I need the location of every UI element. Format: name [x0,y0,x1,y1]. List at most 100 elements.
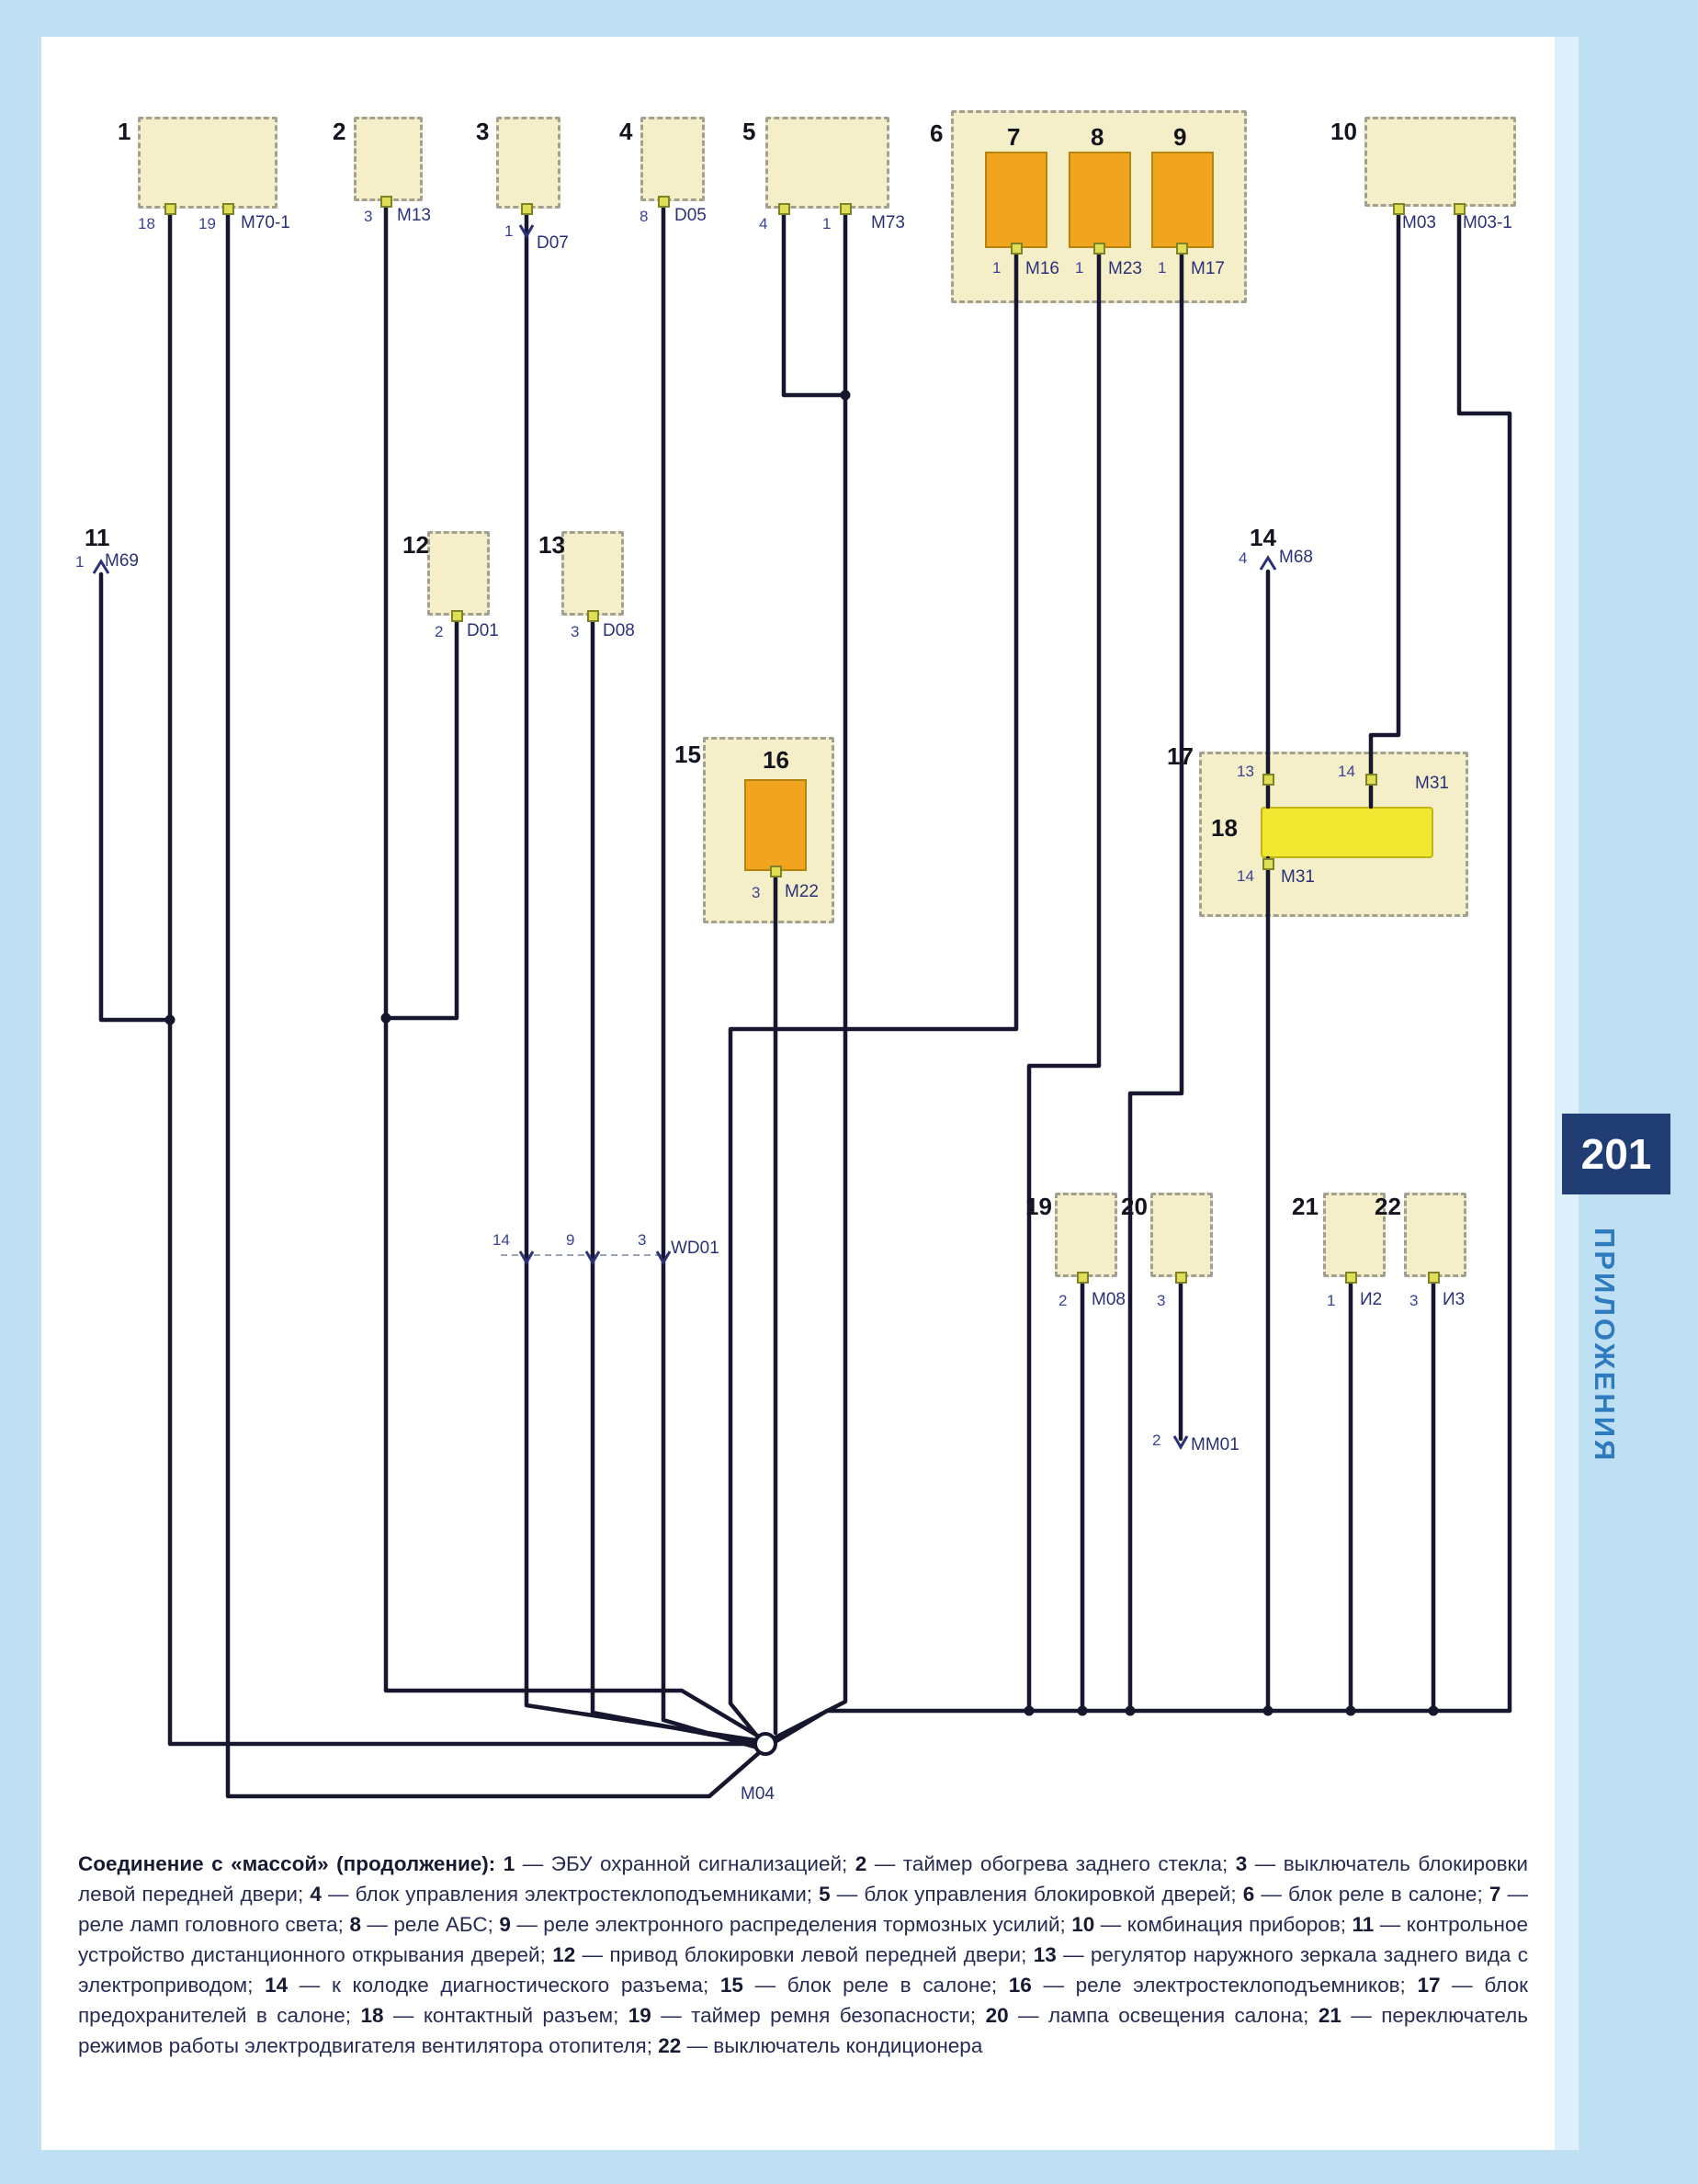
wire-label-10-0: M03 [1402,213,1436,232]
pin-square-4-0 [657,195,670,208]
component-number-5: 5 [742,118,756,145]
caption-item-number: 7 [1489,1883,1501,1907]
wire [781,211,848,398]
caption-item-number: 20 [985,2004,1009,2028]
wire [1127,251,1184,1714]
wire [774,211,1512,1744]
caption-item-number: 9 [499,1913,511,1937]
pin-number-22-0: 3 [1409,1292,1419,1309]
component-box-12 [427,531,490,616]
wire-label-4-0: D05 [674,206,707,225]
component-number-4: 4 [619,118,633,145]
connector-pin-number-WD01-1: 9 [566,1231,575,1249]
component-number-16: 16 [763,746,789,774]
caption-item-number: 2 [855,1852,867,1875]
caption-item-number: 12 [552,1943,576,1967]
wire-label-7-0: M16 [1025,259,1059,278]
junction-dot [1125,1705,1136,1716]
caption-item-number: 11 [1352,1913,1375,1937]
wire-label-3-0: D07 [537,233,569,253]
component-number-15: 15 [674,741,701,768]
component-number-21: 21 [1292,1193,1319,1220]
caption-item-number: 8 [349,1913,361,1937]
pin-square-8-0 [1092,242,1105,255]
wire-label-13-0: D08 [603,621,635,640]
caption-item-number: 1 [503,1852,515,1875]
caption-item-number: 14 [265,1974,289,1997]
wire [225,211,764,1799]
wire-label-8-0: M23 [1108,259,1142,278]
caption-title: Соединение с «массой» (продолжение): [78,1852,496,1875]
wire [1368,211,1401,780]
connector-pin-number-WD01-2: 3 [638,1231,647,1249]
component-number-2: 2 [333,118,346,145]
caption-item-number: 13 [1033,1943,1057,1967]
caption-item-number: 21 [1318,2004,1341,2028]
ground-label: M04 [741,1784,775,1804]
wire-label-21-0: И2 [1360,1290,1383,1309]
component-number-10: 10 [1330,118,1357,145]
wire-label-9-0: M17 [1191,259,1225,278]
wire-label-12-0: D01 [467,621,499,640]
junction-dot [1345,1705,1356,1716]
caption-item-number: 19 [628,2004,651,2028]
pin-number-16-0: 3 [752,884,761,901]
wire [383,204,762,1739]
junction-dot [840,390,851,401]
caption-item-number: 10 [1071,1913,1095,1937]
component-number-8: 8 [1091,123,1104,151]
component-box-3 [496,117,560,209]
wire [167,211,760,1747]
connector-label-MM01: MM01 [1191,1435,1240,1454]
wire [383,618,459,1021]
pin-number-5-1: 1 [822,215,832,232]
wire-label-22-0: И3 [1443,1290,1466,1309]
component-number-13: 13 [538,531,565,559]
wire-label-16-0: M22 [785,882,819,901]
component-number-22: 22 [1375,1193,1401,1220]
sidebar-strip [1555,37,1579,2150]
pin-number-20-0: 3 [1157,1292,1166,1309]
component-box-10 [1364,117,1516,207]
connector-label-WD01: WD01 [671,1239,719,1258]
component-number-11: 11 [85,524,110,551]
pin-number-19-0: 2 [1058,1292,1068,1309]
pin-number-9-0: 1 [1158,259,1167,277]
pin-number-1-1: 19 [198,215,216,232]
pin-square-16-0 [769,865,782,877]
component-number-6: 6 [930,119,944,147]
wire-label-1-0: M70-1 [241,213,290,232]
pin-number-14-0: 4 [1239,549,1248,567]
connector-pin-number-WD01-0: 14 [492,1231,510,1249]
connector-arrow-up-icon [92,559,110,574]
pin-square-10-1 [1453,202,1466,215]
wire [728,251,1019,1741]
pin-square-17-0 [1262,773,1274,786]
pin-square-5-1 [839,202,852,215]
connector-arrow-down-icon [518,224,535,239]
wire-label-5-0: M73 [871,213,905,232]
component-number-20: 20 [1121,1193,1148,1220]
pin-number-13-0: 3 [571,623,580,640]
connector-arrow-up-icon [1259,555,1277,571]
connector-arrow-down-icon [655,1250,672,1265]
pin-number-11-0: 1 [75,553,85,571]
wire [1026,251,1102,1714]
wire-label-2-0: M13 [397,206,431,225]
pin-number-1-0: 18 [138,215,155,232]
pin-square-1-1 [221,202,234,215]
pin-number-21-0: 1 [1327,1292,1336,1309]
caption-item-number: 16 [1008,1974,1032,1997]
pin-square-21-0 [1344,1271,1357,1284]
pin-square-5-0 [777,202,790,215]
connector-arrow-down-icon [1172,1435,1189,1450]
pin-number-2-0: 3 [364,208,373,225]
component-box-18 [1261,807,1433,858]
wire-label-17-1: M31 [1281,867,1315,887]
caption-item-number: 22 [658,2034,682,2058]
connector-pin-number-MM01-0: 2 [1152,1431,1161,1449]
caption-items: 1 — ЭБУ охранной сигнализацией; 2 — тайм… [78,1852,1528,2058]
component-number-9: 9 [1173,123,1187,151]
